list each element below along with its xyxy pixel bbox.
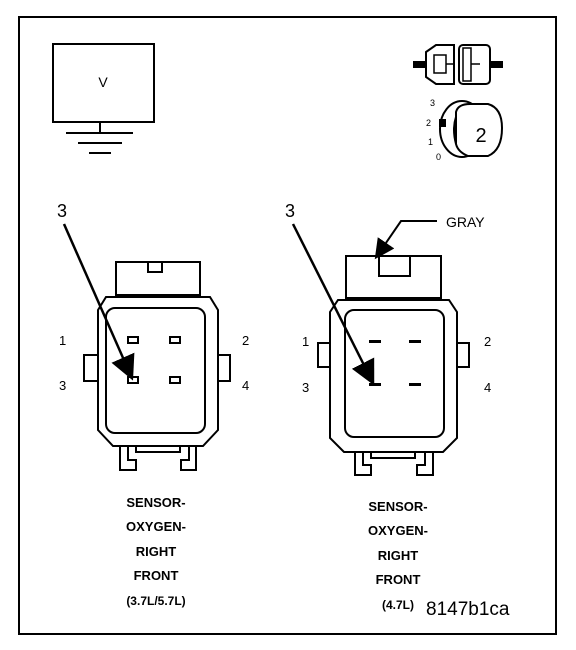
caption-line: RIGHT [136,544,177,559]
pin-cavity [169,336,181,344]
voltmeter-symbol: V [52,43,155,154]
pin-label-4: 4 [484,380,491,395]
pin-cavity [369,383,381,386]
right-connector: 1 2 3 4 3 GRAY [285,201,491,476]
color-callout-arrow [374,220,437,260]
pointer-arrow [291,223,375,386]
key-position-2: 2 [426,118,431,128]
pin-label-4: 4 [242,378,249,393]
pin-label-2: 2 [242,333,249,348]
pin-label-3: 3 [59,378,66,393]
pin-cavity [127,376,139,384]
caption-line: (4.7L) [382,598,414,612]
caption-line: SENSOR- [368,499,427,514]
figure-id: 8147b1ca [426,599,510,620]
caption-line: (3.7L/5.7L) [126,594,185,608]
pin-label-3: 3 [302,380,309,395]
caption-line: SENSOR- [126,495,185,510]
pointer-pin-number: 3 [57,201,67,221]
pin-label-1: 1 [59,333,66,348]
pin-label-2: 2 [484,334,491,349]
pin-label-1: 1 [302,334,309,349]
color-label: GRAY [446,214,485,230]
key-position-3: 3 [430,98,435,108]
pin-cavity [169,376,181,384]
outer-border [18,16,557,635]
pin-cavity [409,383,421,386]
ignition-key-icon: 3 2 1 0 2 [426,98,504,162]
key-number: 2 [475,125,486,147]
pin-cavity [409,340,421,343]
caption-line: OXYGEN- [368,523,428,538]
voltmeter-label: V [98,74,108,90]
caption-line: RIGHT [378,548,419,563]
caption-line: OXYGEN- [126,519,186,534]
connector-disconnect-icon [413,44,503,85]
key-position-1: 1 [428,137,433,147]
key-position-0: 0 [436,152,441,162]
right-connector-caption: SENSOR- OXYGEN- RIGHT FRONT (4.7L) [368,499,428,612]
caption-line: FRONT [134,568,179,583]
pointer-pin-number: 3 [285,201,295,221]
pin-cavity [127,336,139,344]
left-connector-caption: SENSOR- OXYGEN- RIGHT FRONT (3.7L/5.7L) [126,495,186,608]
caption-line: FRONT [376,572,421,587]
pin-cavity [369,340,381,343]
pointer-arrow [62,223,135,381]
left-connector: 1 2 3 4 3 [57,201,249,471]
